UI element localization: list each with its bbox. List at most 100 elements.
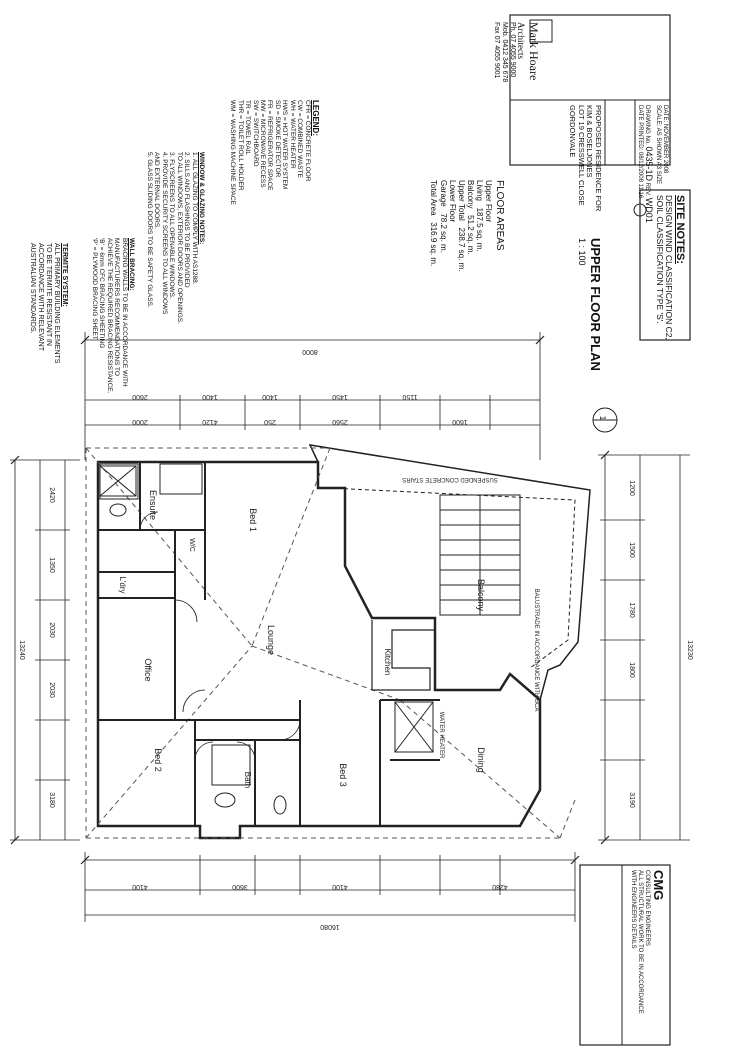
- legend-heading: LEGEND:: [311, 100, 320, 136]
- dim-top: 2600: [132, 393, 148, 400]
- window-note: AND EXTERNAL DOORS.: [153, 152, 161, 230]
- room-bed3: Bed 3: [338, 763, 348, 787]
- legend: LEGEND: CFR = CONCRETE FLOOR CW = COMBIN…: [229, 100, 320, 205]
- floor-area-row: Lower Floor: [447, 180, 457, 223]
- termite-heading: TERMITE SYSTEM:: [61, 243, 68, 307]
- dim-top: 1400: [262, 393, 278, 400]
- window-note: 5. GLASS SLIDING DOORS TO BE SAFETY GLAS…: [145, 152, 153, 308]
- legend-item: TR = TOWEL RAIL: [244, 100, 252, 155]
- dim-bottom: 4100: [132, 883, 148, 890]
- drawing-no: 0435-1D: [644, 146, 655, 181]
- engineer-name: CMG: [651, 870, 666, 901]
- room-kitchen: Kitchen: [383, 649, 392, 676]
- window-note: 4. PROVIDE SECURITY SCREENS TO ALL WINDO…: [160, 152, 168, 315]
- firm-contact: Ph. 07 4055 9000: [508, 22, 516, 78]
- drawing-no-label: DRAWING No.: [644, 105, 651, 145]
- legend-item: CFR = CONCRETE FLOOR: [303, 100, 311, 182]
- dim-bottom: 4100: [332, 883, 348, 890]
- wall-bracing-line: MANUFACTURERS RECOMMENDATIONS TO: [113, 238, 121, 376]
- dim-right: 1780: [628, 602, 635, 618]
- note-water-heater: WATER HEATER: [438, 712, 444, 759]
- room-bed1: Bed 1: [248, 508, 258, 532]
- dim-right: 1500: [628, 542, 635, 558]
- termite-line: AUSTRALIAN STANDARDS.: [28, 243, 36, 334]
- termite-notes: TERMITE SYSTEM: ALL PRIMARY BUILDING ELE…: [28, 243, 68, 363]
- termite-line: TO BE TERMITE RESISTANT IN: [44, 243, 52, 346]
- note-balustrade: BALUSTRADE IN ACCORDANCE WITH BCA: [533, 589, 539, 712]
- floor-area-row: Upper Floor: [484, 180, 494, 223]
- dim-left: 2030: [48, 622, 55, 638]
- rev-value: WD01: [644, 197, 655, 223]
- floor-areas-table: FLOOR AREAS Upper Floor Living 187.5 sq.…: [429, 180, 505, 271]
- legend-item: WM = WASHING MACHINE SPACE: [229, 100, 237, 205]
- engineer-line: CONSULTING ENGINEERS: [644, 870, 651, 946]
- legend-item: CW = COMBINED WASTE: [296, 100, 304, 178]
- floor-areas-heading: FLOOR AREAS: [494, 180, 505, 251]
- north-symbol: [633, 203, 647, 217]
- project-title: PROPOSED RESIDENCE FOR KIM & BOSELJONES …: [568, 105, 603, 211]
- window-note: 1. ALL GLAZING TO COMPLY WITH AS1288.: [190, 152, 198, 285]
- note-stairs: SUSPENDED CONCRETE STAIRS: [402, 476, 498, 482]
- firm-contact: Fax 07 4055 9001: [492, 22, 500, 79]
- window-note: 2. SILLS AND FLASHINGS TO BE PROVIDED: [183, 152, 191, 288]
- floor-area-row: Garage 78.2 sq. m.: [438, 180, 448, 253]
- engineer-line: ALL STRUCTURAL WORK TO BE IN ACCORDANCE: [637, 870, 644, 1014]
- dim-top-row: 2000: [132, 418, 148, 425]
- legend-item: HWS = HOT WATER SYSTEM: [281, 100, 289, 190]
- window-glazing-notes: WINDOW & GLAZING NOTES: 1. ALL GLAZING T…: [145, 152, 205, 324]
- wall-bracing-line: 'B' = 6mm CFC BRACING SHEETING: [98, 238, 106, 349]
- wall-bracing-heading: WALL BRACING:: [128, 238, 135, 291]
- termite-line: ACCORDANCE WITH RELEVANT: [36, 243, 44, 351]
- room-bed2: Bed 2: [153, 748, 163, 772]
- wall-bracing-line: ACHIEVE THE REQUIRED BRACING RESISTANCE.: [105, 238, 113, 394]
- dim-top-row: 2560: [332, 418, 348, 425]
- legend-item: THR = TOILET ROLL HOLDER: [236, 100, 244, 191]
- floor-area-row: Upper Total 238.7 sq. m.: [456, 180, 466, 272]
- plan-title: UPPER FLOOR PLAN: [588, 238, 603, 371]
- dim-top: 1450: [332, 393, 348, 400]
- dim-top-row: 4120: [202, 418, 218, 425]
- wall-bracing-line: BRACING WALLS TO BE IN ACCORDANCE WITH: [120, 238, 128, 387]
- window-note: TO ALL WINDOWS, EXTERIOR DOORS AND OPENI…: [175, 152, 183, 324]
- wall-bracing-line: 'P' = PLYWOOD BRACING SHEET: [90, 238, 98, 340]
- room-bath: Bath: [243, 772, 252, 788]
- project-line: GORDONVALE: [568, 105, 578, 158]
- dim-left: 1350: [48, 557, 55, 573]
- dim-bottom: 3600: [232, 883, 248, 890]
- room-ensuite: Ensuite: [148, 490, 158, 520]
- legend-item: WH = WATER HEATER: [288, 100, 296, 169]
- firm-contact: Mob. 0412 345 678: [500, 22, 508, 83]
- balcony-outline: [308, 444, 591, 701]
- firm-subtitle: Architects: [516, 22, 527, 59]
- dim-bottom: 4280: [492, 883, 508, 890]
- room-dining: Dining: [476, 747, 486, 773]
- dim-top: 1150: [402, 393, 417, 400]
- date-printed: DATE PRINTED: 08/12/2008 11:16: [637, 105, 644, 199]
- plan-scale: 1 : 100: [577, 238, 588, 266]
- window-note: 3. FLYSCREENS TO ALL OPENABLE WINDOWS.: [168, 152, 176, 299]
- legend-item: FR = REFRIGERATOR SPACE: [266, 100, 274, 191]
- firm-name: Mark Hoare: [527, 22, 541, 81]
- site-notes-heading: SITE NOTES:: [674, 195, 686, 265]
- rev-label: REV.: [644, 182, 651, 197]
- dim-left: 2420: [48, 487, 55, 503]
- room-office: Office: [143, 658, 153, 681]
- project-line: KIM & BOSELJONES: [585, 105, 595, 178]
- engineer-line: WITH ENGINEERS DETAILS: [630, 870, 637, 949]
- dim-right-overall: 13230: [686, 640, 693, 660]
- dim-right: 1200: [628, 480, 635, 496]
- project-line: PROPOSED RESIDENCE FOR: [594, 105, 603, 212]
- site-note: SOIL CLASSIFICATION TYPE 'S'.: [654, 195, 665, 324]
- legend-item: SW = SWITCHBOARD: [251, 100, 259, 167]
- legend-item: SD = SMOKE DETECTOR: [273, 100, 281, 178]
- stair: [439, 494, 521, 616]
- termite-line: ALL PRIMARY BUILDING ELEMENTS: [52, 243, 60, 364]
- dim-top: 1400: [202, 393, 218, 400]
- window-notes-heading: WINDOW & GLAZING NOTES:: [198, 152, 205, 245]
- dim-right: 1800: [628, 662, 635, 678]
- outer-wall: [96, 460, 542, 840]
- engineer-block: CMG CONSULTING ENGINEERS ALL STRUCTURAL …: [629, 870, 666, 1014]
- site-note: DESIGN WIND CLASSIFICATION C2,: [664, 195, 675, 340]
